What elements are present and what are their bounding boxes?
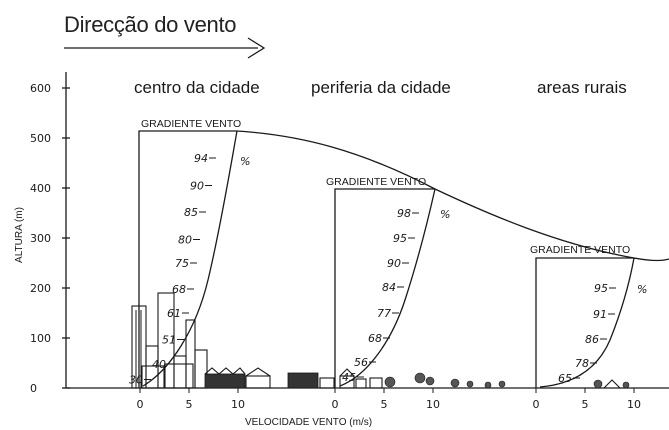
- y-tick-label: 100: [30, 332, 51, 345]
- profile-percent-label: 95: [594, 282, 608, 295]
- gradient-label-city: GRADIENTE VENTO: [141, 118, 241, 130]
- y-axis: 0 100 200 300 400 500 600 ALTURA (m): [14, 72, 70, 395]
- y-tick-label: 400: [30, 182, 51, 195]
- profile-percent-label: 78: [575, 357, 589, 370]
- profile-percent-label: 86: [585, 333, 599, 346]
- header-city-centre: centro da cidade: [134, 78, 260, 97]
- x-tick-label: 5: [381, 398, 388, 411]
- profile-percent-label: 68: [172, 283, 186, 296]
- header-rural-areas: areas rurais: [537, 78, 627, 97]
- gradient-box-outskirts: GRADIENTE VENTO: [326, 176, 435, 388]
- y-tick-label: 300: [30, 232, 51, 245]
- x-tick-label: 0: [332, 398, 339, 411]
- profile-percent-label: 75: [175, 257, 189, 270]
- wind-direction-arrow-icon: [64, 37, 266, 59]
- x-tick-label: 5: [186, 398, 193, 411]
- gradient-envelope-curve: [236, 130, 669, 262]
- rural-features: [593, 379, 630, 389]
- city-skyline: [131, 292, 271, 389]
- x-tick-label: 5: [582, 398, 589, 411]
- profile-percent-label: 85: [184, 206, 198, 219]
- profile-percent-label: 56: [354, 356, 368, 369]
- profile-percent-label: 90: [387, 257, 401, 270]
- gradient-box-rural: GRADIENTE VENTO: [530, 244, 634, 388]
- profile-percent-label: 98: [397, 207, 411, 220]
- gradient-label-outskirts: GRADIENTE VENTO: [326, 176, 426, 188]
- wind-profile-outskirts: [339, 188, 436, 387]
- diagram-title: Direcção do vento: [64, 12, 236, 37]
- y-tick-label: 500: [30, 132, 51, 145]
- wind-profile-city: [142, 130, 238, 387]
- profile-percent-label: 51: [162, 334, 176, 347]
- percent-sign-rural: %: [637, 283, 647, 296]
- y-tick-label: 200: [30, 282, 51, 295]
- percent-sign-city: %: [240, 155, 250, 168]
- outskirts-houses: [287, 368, 506, 389]
- header-city-outskirts: periferia da cidade: [311, 78, 451, 97]
- profile-percent-label: 40: [152, 358, 166, 371]
- profile-percent-label: 91: [593, 308, 607, 321]
- y-axis-ticks: 0 100 200 300 400 500 600: [30, 82, 70, 395]
- profile-percent-label: 94: [194, 152, 208, 165]
- gradient-label-rural: GRADIENTE VENTO: [530, 244, 630, 256]
- y-axis-label: ALTURA (m): [14, 207, 25, 263]
- x-axis-label: VELOCIDADE VENTO (m/s): [245, 417, 372, 428]
- gradient-box-city: GRADIENTE VENTO: [138, 118, 241, 388]
- profile-percent-label: 77: [377, 307, 391, 320]
- y-tick-label: 0: [30, 382, 37, 395]
- x-tick-label: 0: [137, 398, 144, 411]
- profile-percent-label: 80: [178, 234, 192, 247]
- x-tick-label: 10: [231, 398, 245, 411]
- x-tick-label: 10: [627, 398, 641, 411]
- percent-sign-outskirts: %: [440, 208, 450, 221]
- profile-percent-label: 84: [382, 281, 396, 294]
- profile-percent-label: 65: [558, 372, 572, 385]
- x-tick-label: 10: [426, 398, 440, 411]
- profile-percent-label: 68: [368, 332, 382, 345]
- profile-percent-label: 90: [190, 180, 204, 193]
- profile-percent-labels: 9490858075686151403098959084776856459591…: [129, 152, 616, 387]
- x-axis-ticks: 0 5 10 0 5 10 0 5 10: [137, 388, 641, 411]
- x-tick-label: 0: [533, 398, 540, 411]
- wind-profile-rural: [539, 257, 635, 388]
- profile-percent-label: 95: [393, 232, 407, 245]
- y-tick-label: 600: [30, 82, 51, 95]
